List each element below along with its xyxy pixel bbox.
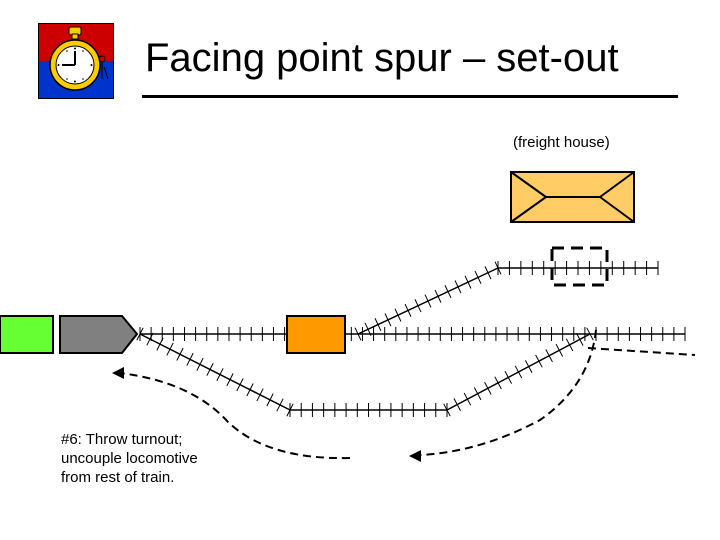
tie — [463, 392, 472, 406]
tie — [186, 352, 194, 366]
tie — [266, 393, 274, 407]
tie — [443, 403, 451, 417]
caption-line-3: from rest of train. — [61, 469, 175, 486]
slide-title: Facing point spur – set-out — [145, 36, 619, 80]
locomotive — [59, 315, 139, 354]
tie — [276, 398, 284, 412]
tie — [196, 357, 204, 371]
step-caption: #6: Throw turnout; uncouple locomotive f… — [61, 430, 261, 487]
tie — [514, 365, 523, 379]
orange-car — [286, 315, 346, 354]
tie — [565, 338, 574, 352]
tie — [434, 289, 442, 303]
tie — [484, 381, 492, 395]
tie — [464, 275, 472, 289]
main-track — [139, 327, 686, 341]
tie — [545, 349, 553, 363]
tie — [156, 337, 164, 351]
tie — [444, 285, 452, 299]
tie — [206, 362, 214, 376]
freight-house — [510, 171, 635, 223]
main-track-extension — [587, 347, 696, 356]
freight-house-label: (freight house) — [513, 134, 610, 151]
spot-target-box — [550, 246, 609, 287]
green-car — [0, 315, 54, 354]
tie — [524, 360, 533, 373]
tie — [256, 388, 264, 402]
tie — [424, 294, 432, 308]
tie — [504, 371, 513, 384]
tie — [473, 387, 482, 401]
tie — [535, 354, 543, 368]
caption-line-1: #6: Throw turnout; — [61, 431, 183, 448]
right-move-arrow — [409, 329, 597, 462]
tie — [474, 270, 482, 284]
tie — [216, 368, 224, 382]
tie — [484, 266, 492, 280]
tie — [246, 383, 254, 397]
spur-track — [354, 261, 659, 341]
tie — [364, 322, 372, 336]
stopwatch-logo-icon — [38, 23, 114, 99]
lower-siding-track — [136, 327, 594, 417]
tie — [236, 378, 244, 392]
tie — [354, 327, 362, 341]
left-move-arrow — [112, 367, 351, 460]
tie — [576, 333, 584, 346]
tie — [176, 347, 184, 361]
tie — [384, 313, 392, 327]
tie — [586, 327, 594, 341]
tie — [414, 299, 422, 313]
tie — [404, 303, 412, 317]
caption-line-2: uncouple locomotive — [61, 450, 198, 467]
tie — [454, 280, 462, 294]
tie — [136, 327, 144, 341]
tie — [494, 376, 502, 390]
tie — [374, 318, 382, 332]
tie — [453, 398, 461, 411]
tie — [394, 308, 402, 322]
tie — [555, 343, 564, 357]
title-underline — [142, 95, 678, 98]
rail — [139, 333, 291, 411]
tie — [226, 373, 234, 387]
tie — [166, 342, 174, 356]
tie — [146, 332, 154, 346]
